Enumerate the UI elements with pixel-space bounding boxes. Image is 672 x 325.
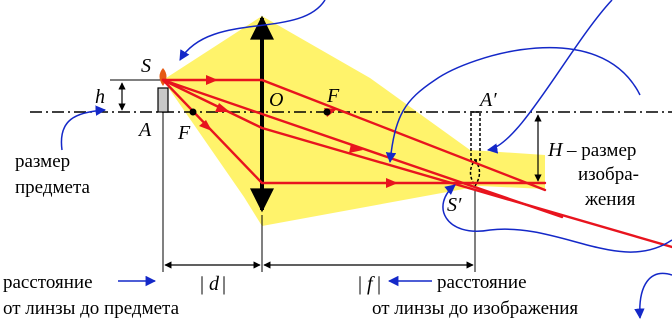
label-object-distance-1: расстояние [3,272,93,293]
label-d-bar-left: | [200,273,204,295]
label-d: d [209,273,220,295]
focal-point-left [189,108,197,116]
label-H-desc-1: – размер [566,140,636,161]
extra-annotation-curve [634,272,672,320]
label-f: f [367,273,375,295]
ray-arrow [199,120,212,131]
annotation-arrows [60,0,672,320]
label-H-desc-3: жения [584,189,636,210]
source-annotation-arrow [179,0,326,61]
upper-marginal-ray-incoming [161,78,264,130]
central-ray [161,78,564,219]
parallel-ray [161,78,547,192]
focus-annotation-arrow [385,46,641,164]
label-f-bar-left: | [358,273,362,295]
image-annotation-arrow [486,0,613,154]
ray-arrow [215,103,230,112]
label-H: H [547,139,564,161]
object-candle [157,87,169,113]
label-object-size-2: предмета [15,177,91,198]
label-S-prime: S′ [447,194,462,216]
label-F-right: F [326,85,340,107]
ray-arrow [349,144,363,153]
label-object-size-1: размер [15,151,70,172]
label-S: S [141,55,151,77]
label-d-bar-right: | [222,273,226,295]
label-A: A [137,119,152,141]
focal-point-right [323,108,331,116]
label-A-prime: A′ [478,89,497,111]
object-annotation-arrow [60,105,107,151]
lens-annotation-arrow [442,184,672,253]
label-O: O [269,89,283,111]
ray-arrow [386,178,398,188]
label-image-distance-1: расстояние [437,272,527,293]
ray-arrow [206,75,218,85]
label-F-left: F [177,122,191,144]
rays [161,78,672,249]
label-object-distance-2: от линзы до предмета [3,298,180,319]
label-h: h [95,86,105,108]
label-image-distance-2: от линзы до изображения [372,298,578,319]
ray-arrows [199,75,398,188]
label-H-desc-2: изобра- [578,164,639,185]
label-f-bar-right: | [377,273,381,295]
upper-marginal-ray-outgoing [260,126,672,249]
